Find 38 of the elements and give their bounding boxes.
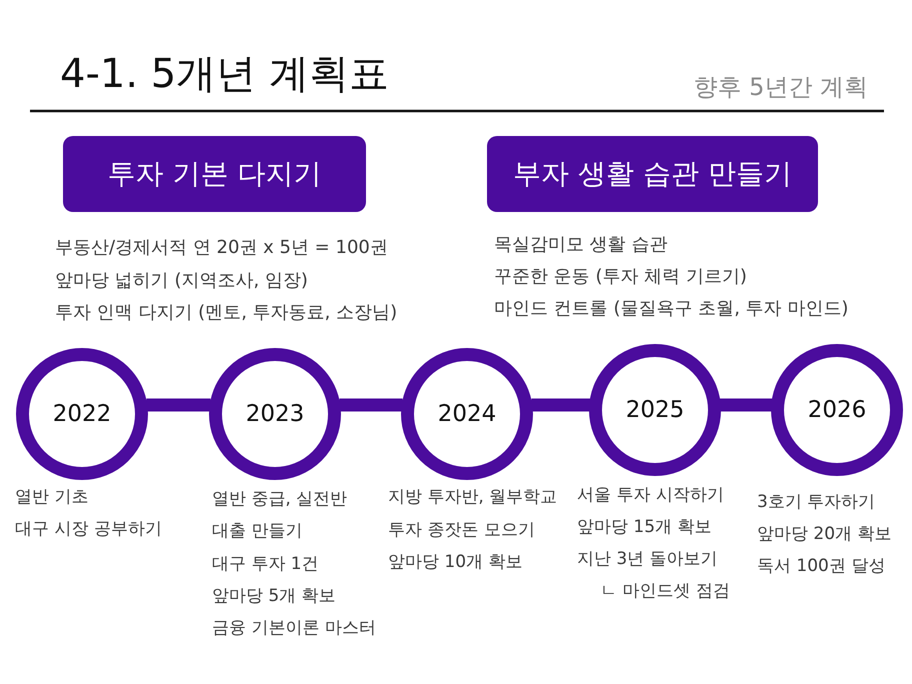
plan-item: 앞마당 넓히기 (지역조사, 임장) <box>55 270 308 292</box>
banner-title: 투자 기본 다지기 <box>108 157 322 191</box>
plan-item: ㄴ 마인드셋 점검 <box>600 580 730 602</box>
connector-bar <box>720 398 772 412</box>
plan-item: 지난 3년 돌아보기 <box>577 548 718 570</box>
plan-item: 열반 중급, 실전반 <box>212 488 348 510</box>
year-label: 2022 <box>52 400 112 428</box>
header-banner <box>63 136 366 212</box>
year-label: 2023 <box>246 400 304 428</box>
plan-item: 앞마당 10개 확보 <box>388 551 522 573</box>
plan-item: 앞마당 20개 확보 <box>757 523 892 545</box>
plan-item: 금융 기본이론 마스터 <box>212 617 376 640</box>
banner-title: 부자 생활 습관 만들기 <box>513 157 792 191</box>
connector-bar <box>531 398 590 412</box>
year-label: 2024 <box>438 400 496 428</box>
plan-item: 3호기 투자하기 <box>757 491 876 513</box>
plan-item: 지방 투자반, 월부학교 <box>388 486 558 508</box>
plan-item: 대구 시장 공부하기 <box>15 518 162 540</box>
header-banner <box>487 136 818 212</box>
plan-item: 대출 만들기 <box>212 520 302 542</box>
plan-item: 독서 100권 달성 <box>757 555 886 577</box>
plan-item: 앞마당 5개 확보 <box>212 584 336 607</box>
connector-bar <box>339 398 403 412</box>
plan-item: 꾸준한 운동 (투자 체력 기르기) <box>494 266 747 288</box>
connector-bar <box>146 398 211 412</box>
plan-item: 열반 기초 <box>15 486 88 508</box>
plan-item: 대구 투자 1건 <box>212 552 319 575</box>
plan-item: 투자 인맥 다지기 (멘토, 투자동료, 소장님) <box>55 302 398 324</box>
year-label: 2026 <box>808 396 866 424</box>
subtitle: 향후 5년간 계획 <box>693 72 868 102</box>
plan-item: 투자 종잣돈 모으기 <box>388 518 535 540</box>
year-label: 2025 <box>626 396 684 424</box>
plan-item: 마인드 컨트롤 (물질욕구 초월, 투자 마인드) <box>494 298 848 320</box>
plan-item: 서울 투자 시작하기 <box>577 484 724 506</box>
plan-item: 목실감미모 생활 습관 <box>494 234 668 256</box>
plan-item: 부동산/경제서적 연 20권 x 5년 = 100권 <box>55 237 388 259</box>
page-title: 4-1. 5개년 계획표 <box>60 50 389 98</box>
plan-item: 앞마당 15개 확보 <box>577 516 712 538</box>
